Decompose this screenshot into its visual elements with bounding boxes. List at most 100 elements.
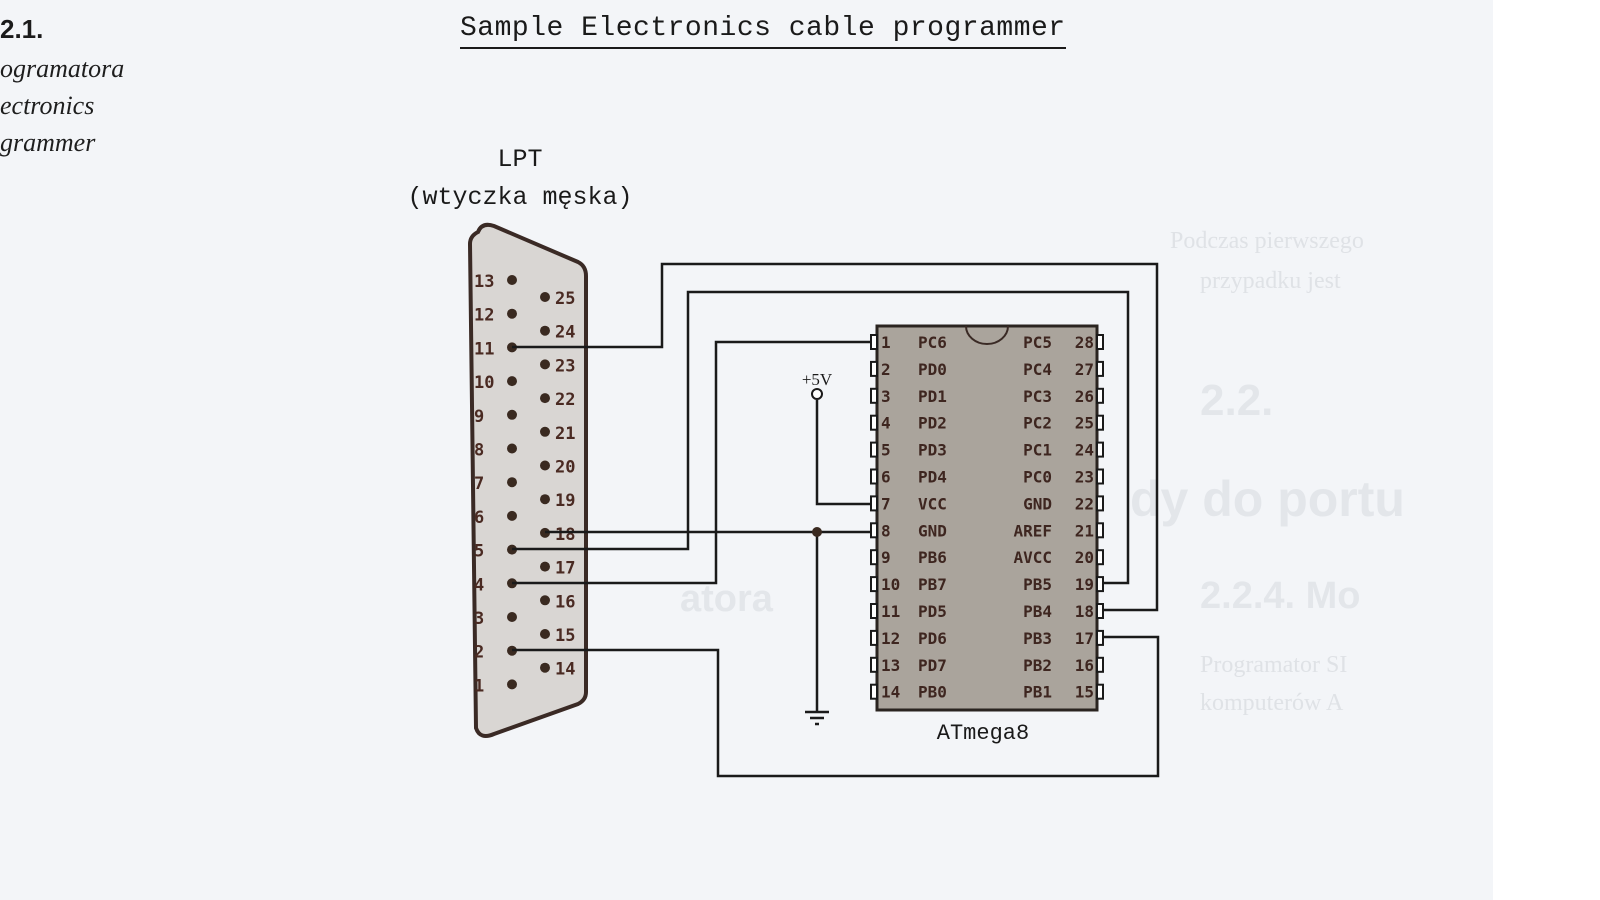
lpt-pin-dot (540, 561, 550, 572)
lpt-pin-label: 19 (555, 491, 575, 511)
chip-pin-number: 28 (1075, 333, 1094, 352)
lpt-pins: 1312111098765432125242322212019181716151… (474, 272, 575, 696)
chip-pin-lead (1096, 441, 1104, 458)
lpt-pin-dot (507, 612, 517, 622)
chip-pin-lead (870, 629, 878, 646)
chip-pin-number: 22 (1075, 494, 1094, 513)
ground-icon (805, 710, 829, 726)
caption-line: ogramatora (0, 54, 125, 83)
chip-pin-lead (1096, 522, 1104, 539)
atmega8-chip-body (875, 324, 1099, 712)
lpt-pin-label: 23 (555, 356, 575, 376)
lpt-pin-dot (540, 460, 550, 471)
lpt-pin-label: 25 (555, 289, 575, 309)
chip-pin-lead (1096, 334, 1104, 350)
wire-lpt5-pb5 (512, 290, 1130, 585)
chip-pin-name: PB0 (918, 683, 947, 702)
chip-pin-name: PC4 (1023, 360, 1052, 379)
chip-pin-name: PD5 (918, 602, 947, 621)
chip-pin-name: PC5 (1023, 333, 1052, 352)
chip-pin-number: 26 (1075, 387, 1094, 406)
lpt-pin-label: 3 (474, 609, 484, 629)
lpt-pin-dot (507, 477, 517, 488)
chip-pin-name: PD6 (918, 629, 947, 648)
chip-pin-name: PB3 (1023, 629, 1052, 648)
lpt-pin-label: 24 (555, 323, 575, 343)
lpt-pin-dot (540, 292, 550, 302)
chip-pin-name: PC0 (1023, 468, 1052, 487)
lpt-pin-dot (507, 409, 517, 420)
schematic: LPT (wtyczka męska) 13121110987654321252… (407, 145, 1160, 778)
lpt-pin-label: 18 (555, 525, 575, 545)
wire-lpt2-pb3 (512, 635, 1160, 778)
chip-pin-number: 24 (1075, 441, 1094, 460)
chip-pin-number: 16 (1075, 656, 1094, 675)
chip-pin-name: PD2 (918, 414, 947, 433)
bleed-text: przypadku jest (1200, 268, 1341, 294)
bleed-text: 2.2. (1200, 376, 1274, 425)
lpt-pin-label: 12 (474, 306, 494, 326)
chip-pin-number: 10 (881, 575, 900, 594)
bleed-text: atora (680, 578, 773, 620)
chip-pin-lead (870, 495, 878, 512)
chip-pin-name: PD1 (918, 387, 947, 406)
lpt-pin-label: 16 (555, 592, 575, 612)
bleed-text: 2.2.4. Mo (1200, 575, 1361, 617)
chip-pin-number: 11 (881, 602, 900, 621)
power-label: +5V (802, 370, 833, 389)
lpt-pin-label: 5 (474, 542, 484, 562)
connector-label: LPT (497, 145, 542, 174)
chip-pin-lead (870, 683, 878, 700)
chip-pin-number: 20 (1075, 548, 1094, 567)
chip-pin-number: 3 (881, 387, 891, 406)
chip-pin-name: PB1 (1023, 683, 1052, 702)
chip-pin-number: 2 (881, 360, 891, 379)
chip-pin-name: PB2 (1023, 656, 1052, 675)
chip-pin-lead (870, 522, 878, 539)
chip-notch (965, 325, 1009, 345)
chip-pin-lead (870, 603, 878, 619)
wire-5v-vcc (815, 400, 872, 506)
chip-pin-number: 18 (1075, 602, 1094, 621)
lpt-pin-dot (540, 325, 550, 336)
figure-number: 2.1. (0, 14, 44, 44)
lpt-pin-dot (540, 494, 550, 505)
chip-pin-number: 6 (881, 468, 891, 487)
chip-pin-name: PC2 (1023, 414, 1052, 433)
chip-pin-number: 13 (881, 656, 900, 675)
chip-pin-lead (1096, 360, 1104, 377)
caption-line: ectronics (0, 91, 95, 120)
chip-pin-number: 5 (881, 441, 891, 460)
lpt-pin-dot (540, 595, 550, 606)
chip-pin-lead (870, 414, 878, 431)
lpt-pin-label: 8 (474, 441, 484, 461)
chip-name: ATmega8 (937, 721, 1029, 746)
chip-pin-lead (870, 441, 878, 458)
junction-dot (812, 527, 822, 537)
chip-pin-name: PC6 (918, 333, 947, 352)
chip-pin-lead (1096, 603, 1104, 619)
lpt-pin-label: 7 (474, 474, 484, 494)
lpt-pin-label: 20 (555, 458, 575, 478)
lpt-pin-dot (507, 510, 517, 521)
bleed-text: Programator SI (1200, 652, 1348, 678)
chip-pin-lead (870, 334, 878, 350)
chip-pin-name: PD4 (918, 468, 947, 487)
chip-pin-lead (870, 468, 878, 485)
wires (512, 262, 1160, 778)
lpt-pin-label: 1 (474, 676, 484, 696)
lpt-pin-label: 11 (474, 339, 494, 359)
lpt-pin-label: 15 (555, 626, 575, 646)
chip-pin-lead (1096, 683, 1104, 700)
lpt-pin-label: 13 (474, 272, 494, 292)
chip-pin-lead (1096, 495, 1104, 512)
lpt-pin-dot (540, 359, 550, 370)
chip-pin-name: PC1 (1023, 441, 1052, 460)
chip-pin-number: 27 (1075, 360, 1094, 379)
chip-pin-name: PD3 (918, 441, 947, 460)
chip-pin-number: 17 (1075, 629, 1094, 648)
lpt-pin-dot (507, 376, 517, 387)
chip-pin-name: PB5 (1023, 575, 1052, 594)
chip-pin-lead (1096, 576, 1104, 593)
chip-pin-number: 9 (881, 548, 891, 567)
